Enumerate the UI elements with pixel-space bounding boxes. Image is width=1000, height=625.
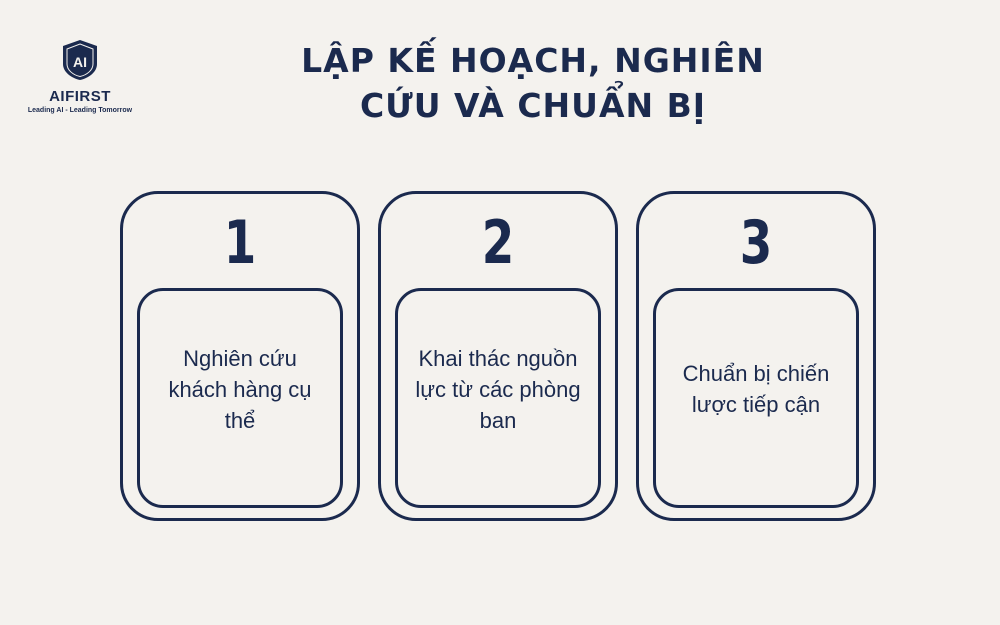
step-text-box: Nghiên cứu khách hàng cụ thể [137,288,343,508]
brand-logo: AI AIFIRST Leading AI - Leading Tomorrow [22,38,138,114]
step-card-3: 3 Chuẩn bị chiến lược tiếp cận [636,191,876,521]
step-card-1: 1 Nghiên cứu khách hàng cụ thể [120,191,360,521]
brand-tagline: Leading AI - Leading Tomorrow [27,107,133,114]
title-line-2: CỨU VÀ CHUẨN BỊ [359,86,707,125]
title-line-1: LẬP KẾ HOẠCH, NGHIÊN [301,41,765,80]
logo-emblem-text: AI [73,54,87,70]
step-number: 1 [223,208,257,278]
step-text: Khai thác nguồn lực từ các phòng ban [415,345,581,433]
shield-logo-icon: AI [63,40,97,80]
step-card-2: 2 Khai thác nguồn lực từ các phòng ban [378,191,618,521]
step-number: 3 [739,208,773,278]
step-number: 2 [481,208,515,278]
brand-name: AIFIRST [49,88,111,105]
step-text: Chuẩn bị chiến lược tiếp cận [682,361,830,417]
step-text-box: Khai thác nguồn lực từ các phòng ban [395,288,601,508]
page-title: LẬP KẾ HOẠCH, NGHIÊN CỨU VÀ CHUẨN BỊ [300,38,766,128]
step-text-box: Chuẩn bị chiến lược tiếp cận [653,288,859,508]
step-text: Nghiên cứu khách hàng cụ thể [168,345,312,433]
